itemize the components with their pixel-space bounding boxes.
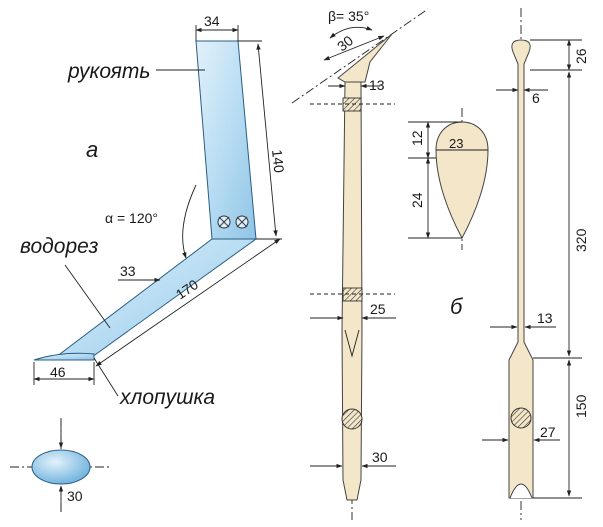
dim-b1-mid: 25 [370,301,386,317]
panel-b2: 26 320 150 6 13 27 [482,8,589,520]
panel-label-a: а [86,137,98,162]
dim-b1-neck: 13 [369,77,385,93]
stick-b2-body [508,39,534,499]
dim-drop-bottom: 24 [409,192,425,208]
dim-drop-top: 12 [409,130,425,146]
dim-b2-mid: 13 [537,310,553,326]
panel-b1: β= 35° 30 13 25 30 [291,8,429,520]
rivet-icon [235,215,249,229]
dim-drop-width: 23 [449,136,463,151]
dim-a-blade-width: 33 [120,263,136,279]
dim-b1-bottom: 30 [372,449,388,465]
dim-a-section: 30 [67,488,83,504]
section-oval [31,449,91,485]
handle-shape [195,40,257,240]
panel-label-b: б [450,294,464,319]
dim-a-top-width: 34 [204,13,220,29]
panel-a: 34 140 α = 120° 33 170 46 рукоять водоре… [10,13,287,515]
drop-section: 23 12 24 б [408,108,489,319]
dim-b2-knob: 26 [573,48,589,64]
flapper-shape [33,352,95,361]
dim-b2-neck: 6 [532,90,540,106]
label-water-cutter: водорез [20,235,99,258]
dim-b2-length-upper: 320 [573,228,589,252]
label-handle: рукоять [67,60,150,83]
dim-b1-tip: 30 [334,32,356,54]
rivet-icon [217,215,231,229]
label-flapper: хлопушка [119,386,215,409]
dim-b1-angle: β= 35° [328,8,369,24]
dim-a-angle: α = 120° [105,210,158,226]
dim-b2-length-lower: 150 [573,394,589,418]
dim-a-handle-length: 140 [269,149,287,174]
dim-a-flapper-width: 46 [50,364,66,380]
dim-b2-bottom: 27 [540,424,556,440]
